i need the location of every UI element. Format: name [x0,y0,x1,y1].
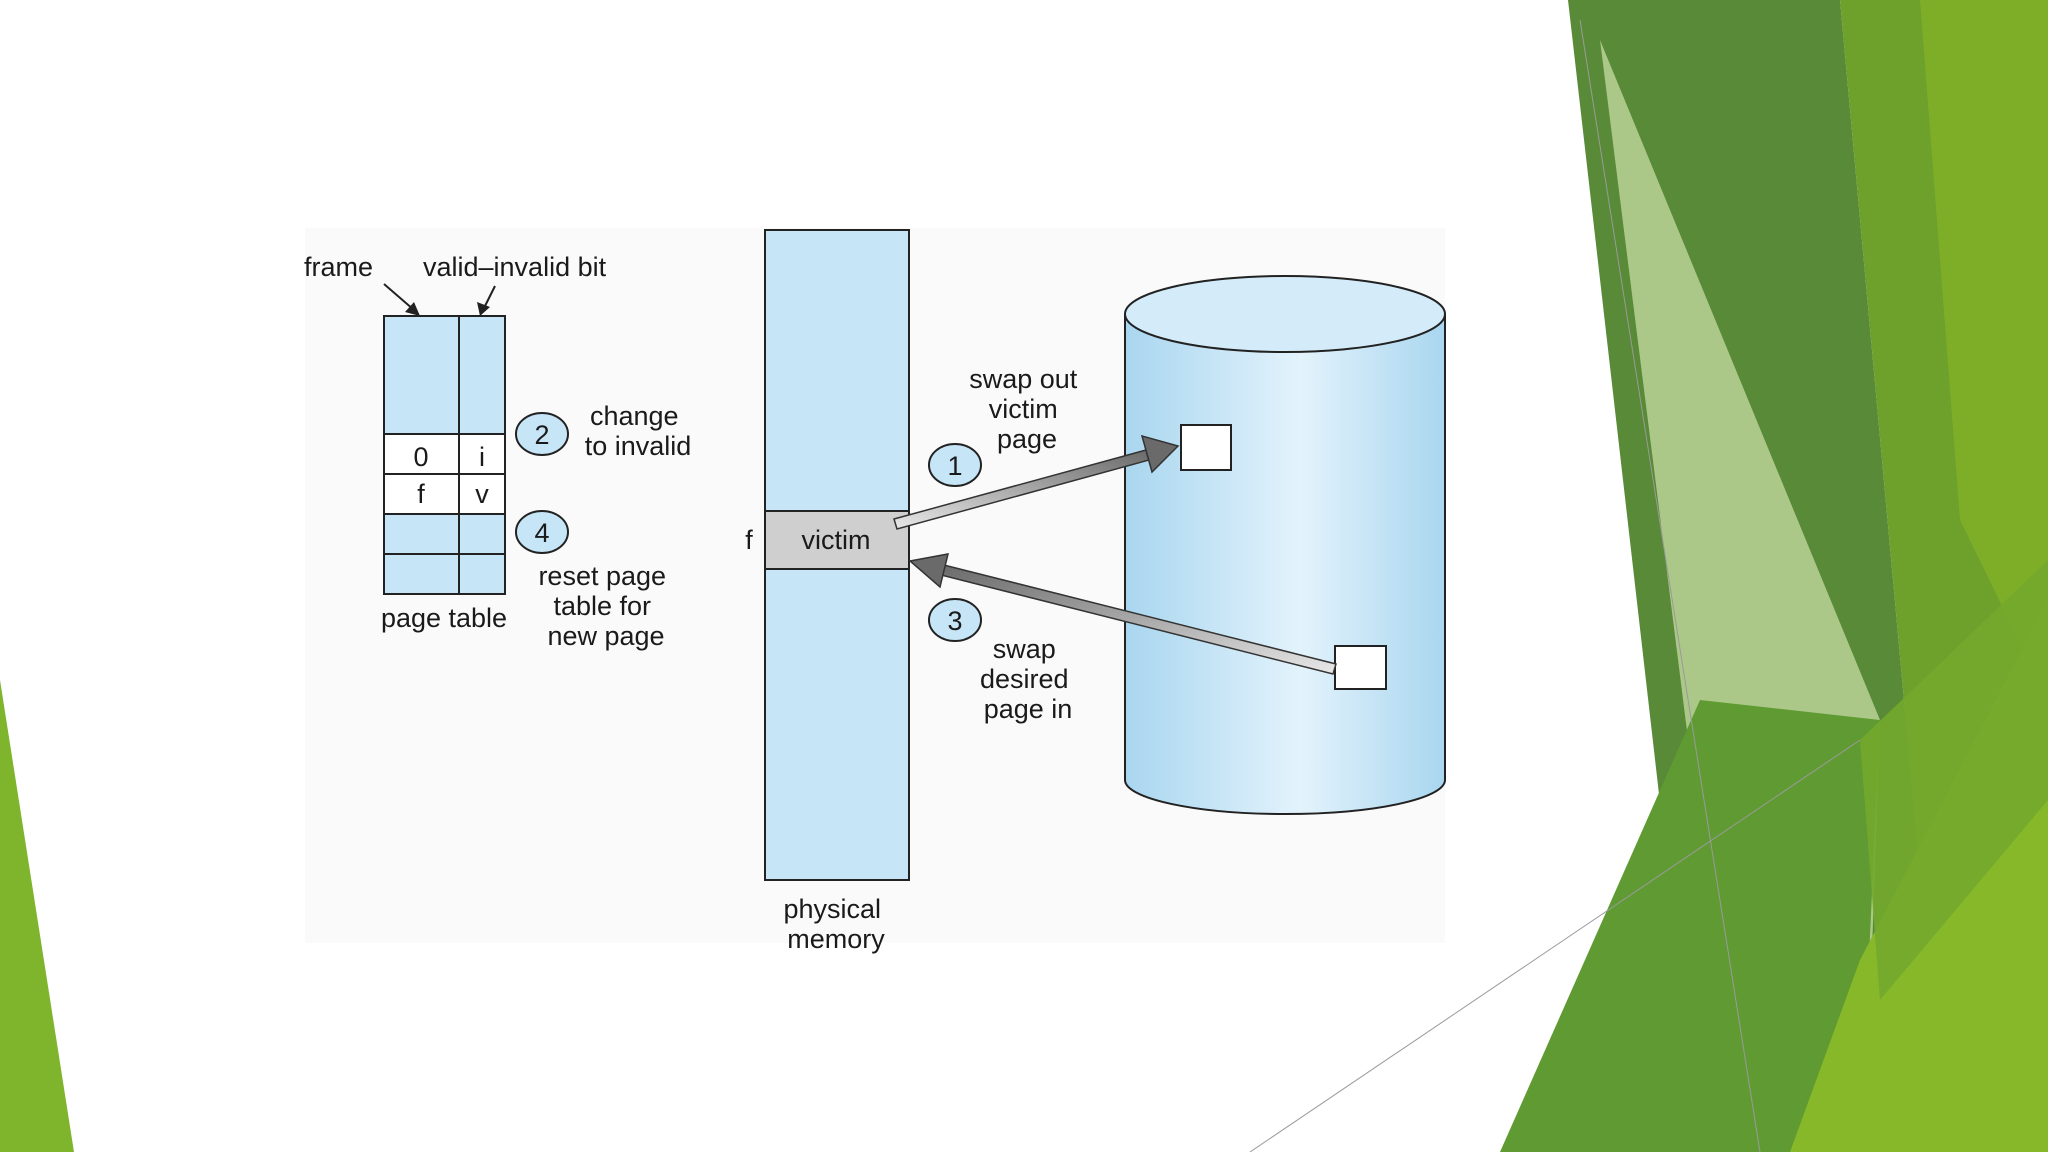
valid-invalid-bit-label: valid–invalid bit [423,252,607,282]
step-4-badge: 4 [515,510,569,554]
bit-pointer-arrow [477,285,496,316]
frame-label: frame [304,252,373,282]
page-table-cell-bit: v [475,479,489,509]
frame-pointer-arrow [383,283,420,316]
svg-text:3: 3 [947,606,962,636]
swap-in-arrow [908,553,1337,675]
step-1-badge: 1 [928,443,982,487]
page-table-cell-frame: 0 [413,442,428,472]
step-4-text: reset page table for new page [538,561,673,651]
physical-memory-caption: physical memory [783,894,888,954]
svg-text:2: 2 [534,420,549,450]
decor-right-facets [1249,0,2048,1152]
victim-label: victim [802,525,871,555]
step-3-badge: 3 [928,598,982,642]
page-table-cell-frame: f [417,479,425,509]
backing-store-disk [1124,275,1446,815]
step-1-text: swap out victim page [969,364,1085,454]
frame-marker: f [745,525,753,555]
page-table-caption: page table [381,603,507,633]
page-table-cell-bit: i [479,442,485,472]
page-table-row-invalid [383,433,506,475]
disk-desired-page [1334,645,1387,690]
step-2-badge: 2 [515,412,569,456]
page-table-row-valid [383,473,506,515]
swap-out-arrow [893,434,1180,530]
page-table: 0 i f v [383,315,506,595]
step-3-text: swap desired page in [980,634,1076,724]
svg-text:4: 4 [534,518,549,548]
victim-frame [764,510,910,570]
svg-text:1: 1 [947,451,962,481]
disk-victim-page [1180,424,1232,471]
decor-left-facet [0,680,74,1152]
step-2-text: change to invalid [585,401,692,461]
